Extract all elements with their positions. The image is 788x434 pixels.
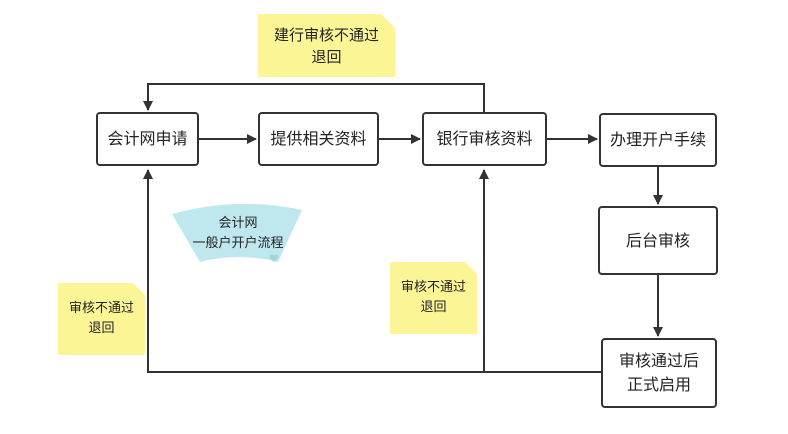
node-approved: 审核通过后 正式启用 bbox=[601, 338, 717, 408]
note-left-reject-line1: 审核不通过 bbox=[68, 301, 134, 316]
arrow-bottom-reject-to-apply bbox=[143, 169, 601, 373]
node-approved-line2: 正式启用 bbox=[626, 375, 691, 394]
flow-title-line2: 一般户开户流程 bbox=[192, 236, 284, 251]
note-fold bbox=[381, 14, 395, 28]
note-fold bbox=[133, 283, 145, 295]
note-ccb-reject: 建行审核不通过 退回 bbox=[258, 14, 395, 77]
note-left-reject: 审核不通过 退回 bbox=[58, 283, 145, 355]
node-backend-review: 后台审核 bbox=[598, 206, 718, 275]
note-fold bbox=[465, 262, 477, 274]
node-approved-line1: 审核通过后 bbox=[618, 351, 699, 370]
note-mid-reject-line2: 退回 bbox=[420, 300, 447, 315]
note-mid-reject: 审核不通过 退回 bbox=[390, 262, 477, 334]
flow-title-line1: 会计网 bbox=[218, 216, 258, 231]
node-bank-review: 银行审核资料 bbox=[422, 112, 547, 166]
title-shape bbox=[172, 203, 302, 262]
node-open-procedure-label: 办理开户手续 bbox=[609, 130, 706, 149]
node-apply-label: 会计网申请 bbox=[107, 129, 188, 148]
arrow-bank-reject-loop bbox=[143, 83, 485, 112]
note-mid-reject-line1: 审核不通过 bbox=[400, 280, 466, 295]
note-left-reject-line2: 退回 bbox=[88, 321, 115, 336]
flow-title: 会计网 一般户开户流程 bbox=[172, 214, 304, 254]
heart-icon bbox=[269, 254, 279, 262]
node-provide: 提供相关资料 bbox=[258, 112, 379, 166]
node-bank-review-label: 银行审核资料 bbox=[436, 129, 533, 148]
node-provide-label: 提供相关资料 bbox=[270, 129, 367, 148]
node-backend-review-label: 后台审核 bbox=[625, 230, 690, 250]
node-open-procedure: 办理开户手续 bbox=[599, 113, 717, 167]
note-ccb-reject-line1: 建行审核不通过 bbox=[273, 25, 379, 44]
note-ccb-reject-line2: 退回 bbox=[311, 47, 342, 66]
node-apply: 会计网申请 bbox=[96, 112, 199, 166]
